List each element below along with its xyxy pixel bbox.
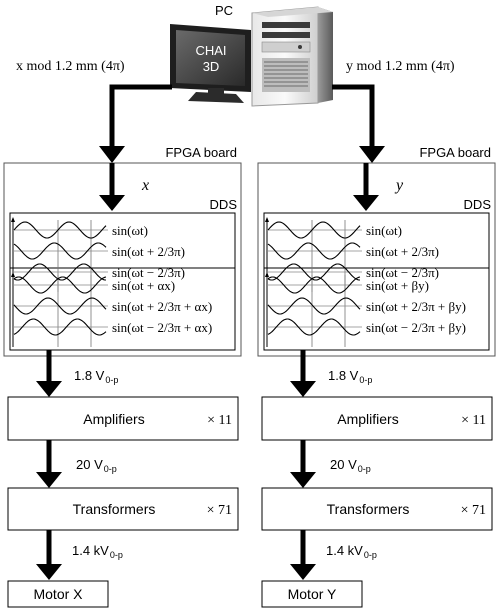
- channel-y-wave-label: sin(ωt + 2/3π + βy): [366, 299, 466, 314]
- channel-y-fpga-board: [257, 162, 496, 357]
- channel-y-sine-wave: [267, 221, 361, 239]
- monitor-text-line1: CHAI: [195, 43, 226, 58]
- channel-y-sine-wave: [267, 297, 361, 315]
- channel-y-dds-label: DDS: [464, 197, 492, 212]
- channel-y-transformers-label: Transformers: [327, 501, 410, 517]
- pc-to-fpga-y-arrow: [332, 84, 385, 163]
- channel-y-waveform-group-bottom: sin(ωt + βy) sin(ωt + 2/3π + βy) sin(ωt − …: [265, 272, 466, 347]
- channel-y-amplifiers-gain: × 11: [461, 413, 486, 428]
- channel-x-fpga-board: [3, 162, 242, 357]
- channel-x-amplifiers-gain: × 11: [207, 413, 232, 428]
- channel-x-voltage-label-1: 1.8 V0-p: [74, 368, 118, 385]
- channel-x-sine-wave: [13, 242, 107, 260]
- channel-x-dds-box: [9, 212, 236, 351]
- channel-x-voltage-label-2: 20 V0-p: [76, 457, 117, 474]
- channel-x-dds-label: DDS: [210, 197, 238, 212]
- channel-y-voltage-label-3: 1.4 kV0-p: [326, 543, 377, 560]
- channel-x-amplifiers-label: Amplifiers: [83, 411, 144, 427]
- channel-y-signal-variable: y: [394, 177, 404, 194]
- channel-y-transformers-box: [261, 487, 493, 531]
- channel-y-to-dds-arrow: [353, 163, 379, 211]
- pc-to-fpga-x-arrow: [99, 84, 172, 163]
- channel-x-wave-label: sin(ωt − 2/3π + αx): [112, 320, 212, 335]
- channel-y-transformers-gain: × 71: [461, 503, 486, 518]
- channel-y-to-transformers-arrow: [290, 440, 316, 488]
- channel-x-transformers-label: Transformers: [73, 501, 156, 517]
- channel-x-motor-box: [7, 580, 109, 608]
- channel-x-sine-wave: [13, 276, 107, 294]
- channel-y-to-amplifiers-arrow: [290, 350, 316, 397]
- monitor-text-line2: 3D: [203, 59, 220, 74]
- channel-x-wave-label: sin(ωt + αx): [112, 278, 175, 293]
- channel-y-fpga-board-label: FPGA board: [419, 145, 491, 160]
- channel-x-waveform-group-bottom: sin(ωt + αx) sin(ωt + 2/3π + αx) sin(ωt − …: [11, 272, 212, 347]
- channel-x-motor-label: Motor X: [33, 586, 83, 602]
- channel-x-wave-label: sin(ωt − 2/3π): [112, 265, 185, 280]
- channel-y-wave-label: sin(ωt − 2/3π + βy): [366, 320, 466, 335]
- channel-x-wave-label: sin(ωt + 2/3π): [112, 244, 185, 259]
- pc-label: PC: [215, 3, 233, 18]
- channel-y-voltage-label-1: 1.8 V0-p: [328, 368, 372, 385]
- channel-x-sine-wave: [13, 263, 106, 281]
- channel-y-sine-wave: [267, 242, 361, 260]
- channel-x-waveform-group-top: sin(ωt) sin(ωt + 2/3π) sin(ωt − 2/3π): [11, 217, 185, 292]
- channel-y-wave-label: sin(ωt − 2/3π): [366, 265, 439, 280]
- channel-x-sine-wave: [13, 221, 107, 239]
- channel-y-amplifiers-box: [261, 396, 493, 441]
- channel-x-to-motor-arrow: [36, 530, 62, 580]
- pc-illustration: PC CHAI 3D: [170, 3, 333, 107]
- channel-x-signal-variable: x: [141, 177, 149, 194]
- x-input-label: x mod 1.2 mm (4π): [16, 59, 125, 74]
- channel-y-wave-label: sin(ωt): [366, 223, 402, 238]
- channel-x-sine-wave: [13, 297, 107, 315]
- channel-y-motor-label: Motor Y: [288, 586, 337, 602]
- channel-x-fpga-board-label: FPGA board: [165, 145, 237, 160]
- y-input-label: y mod 1.2 mm (4π): [346, 59, 455, 74]
- channel-x-to-dds-arrow: [99, 163, 125, 211]
- channel-x-to-amplifiers-arrow: [36, 350, 62, 397]
- channel-y-wave-label: sin(ωt + 2/3π): [366, 244, 439, 259]
- channel-y-sine-wave: [267, 276, 361, 294]
- channel-y-to-motor-arrow: [290, 530, 316, 580]
- channel-x-amplifiers-box: [7, 396, 239, 441]
- channel-x-wave-label: sin(ωt + 2/3π + αx): [112, 299, 212, 314]
- channel-y-waveform-group-top: sin(ωt) sin(ωt + 2/3π) sin(ωt − 2/3π): [265, 217, 439, 292]
- monitor-icon: CHAI 3D: [170, 24, 251, 103]
- channel-x-wave-label: sin(ωt): [112, 223, 148, 238]
- channel-x-transformers-gain: × 71: [207, 503, 232, 518]
- channel-y-wave-label: sin(ωt + βy): [366, 278, 429, 293]
- computer-tower-icon: [251, 6, 333, 107]
- channel-x-voltage-label-3: 1.4 kV0-p: [72, 543, 123, 560]
- channel-x-transformers-box: [7, 487, 239, 531]
- channel-y-amplifiers-label: Amplifiers: [337, 411, 398, 427]
- channel-y-motor-box: [261, 580, 363, 608]
- channel-y-sine-wave: [267, 263, 360, 281]
- channel-y-dds-box: [263, 212, 490, 351]
- channel-x-to-transformers-arrow: [36, 440, 62, 488]
- channel-y-sine-wave: [267, 318, 361, 336]
- channel-x-sine-wave: [13, 318, 107, 336]
- channel-y-voltage-label-2: 20 V0-p: [330, 457, 371, 474]
